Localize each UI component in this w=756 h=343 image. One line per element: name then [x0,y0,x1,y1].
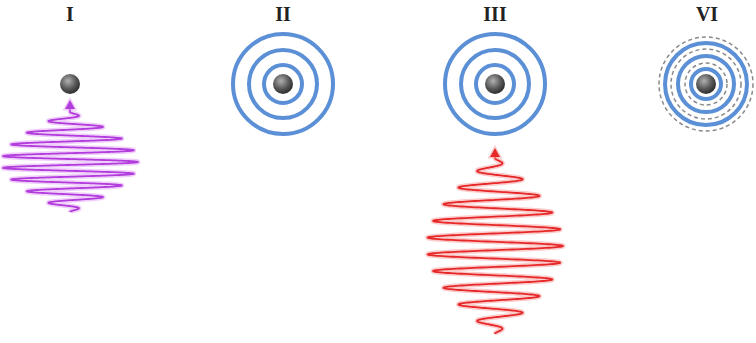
atom [60,74,80,94]
atom [696,74,716,94]
orbit-rings [233,34,333,134]
panel-label: III [483,4,506,24]
orbit-rings [445,34,545,134]
atom [273,74,293,94]
panel-label: I [66,4,74,24]
dashed-orbits [659,37,753,131]
purple-wave-packet [3,100,138,212]
panel-label: VI [696,4,718,24]
atom [485,74,505,94]
panel-label: II [275,4,291,24]
orbit-rings [665,43,747,125]
red-wave-packet [428,148,563,334]
